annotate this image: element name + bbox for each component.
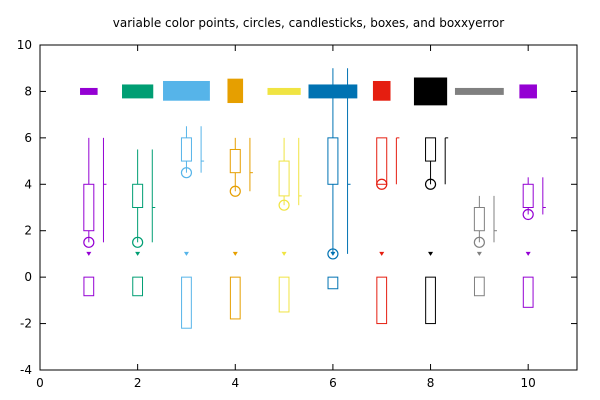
candlestick-body: [180, 137, 192, 162]
candlestick-body: [83, 183, 95, 232]
box: [327, 276, 339, 290]
y-tick-label: 10: [17, 38, 32, 52]
x-tick-label: 2: [134, 376, 142, 390]
box: [278, 276, 290, 313]
circle-point: [83, 236, 95, 248]
circle-point: [180, 167, 193, 179]
plot-border: [39, 44, 578, 371]
circle-point: [229, 185, 241, 197]
candlestick-body: [376, 137, 388, 185]
triangle-point: [330, 251, 336, 256]
candlestick-body: [425, 137, 437, 162]
boxxyerror-box: [454, 87, 504, 95]
x-tick-label: 4: [231, 376, 239, 390]
y-tick-label: 2: [24, 224, 32, 238]
circle-point: [522, 208, 534, 221]
boxxyerror-box: [122, 84, 154, 99]
circle-point: [132, 236, 144, 248]
candlestick-body: [522, 183, 534, 209]
candlestick-body: [473, 207, 485, 232]
y-tick-label: 0: [24, 270, 32, 284]
boxxyerror-box: [372, 80, 391, 101]
triangle-point: [379, 251, 385, 256]
circle-point: [424, 178, 437, 190]
y-tick-label: -4: [20, 363, 32, 377]
box: [83, 276, 95, 297]
candlestick-body: [132, 183, 144, 209]
boxxyerror-box: [267, 87, 301, 95]
boxxyerror-box: [163, 80, 210, 101]
y-tick-label: 8: [24, 84, 32, 98]
triangle-point: [525, 251, 531, 256]
triangle-point: [86, 251, 92, 256]
triangle-point: [135, 251, 141, 256]
boxxyerror-box: [413, 77, 448, 106]
chart-title: variable color points, circles, candlest…: [113, 16, 504, 30]
x-tick-label: 8: [427, 376, 435, 390]
box: [181, 276, 192, 329]
circle-point: [376, 178, 388, 190]
box: [132, 276, 144, 297]
circle-point: [473, 236, 485, 248]
x-tick-label: 10: [521, 376, 536, 390]
box: [425, 276, 436, 325]
candlestick-body: [327, 137, 339, 185]
x-tick-label: 0: [36, 376, 44, 390]
chart-axes: 0 2 4 6 8 10 -4 -2 0 2 4 6 8 10: [17, 38, 577, 390]
boxxyerror-box: [227, 78, 244, 104]
box: [522, 276, 534, 308]
box: [376, 276, 388, 325]
triangle-point: [183, 251, 189, 256]
candlestick-body: [229, 148, 241, 174]
triangle-point: [281, 251, 287, 256]
box: [229, 276, 241, 320]
y-tick-label: 6: [24, 131, 32, 145]
circle-point: [278, 199, 290, 211]
y-tick-label: 4: [24, 177, 32, 191]
triangle-point: [232, 251, 238, 256]
y-tick-label: -2: [20, 317, 32, 331]
circle-point: [327, 248, 339, 260]
boxxyerror-box: [519, 84, 537, 99]
boxxyerror-box: [80, 87, 98, 95]
candlestick-body: [278, 160, 290, 197]
chart-marks: [80, 68, 546, 329]
triangle-point: [428, 251, 434, 256]
triangle-point: [476, 251, 482, 256]
box: [473, 276, 485, 297]
x-tick-label: 6: [329, 376, 337, 390]
